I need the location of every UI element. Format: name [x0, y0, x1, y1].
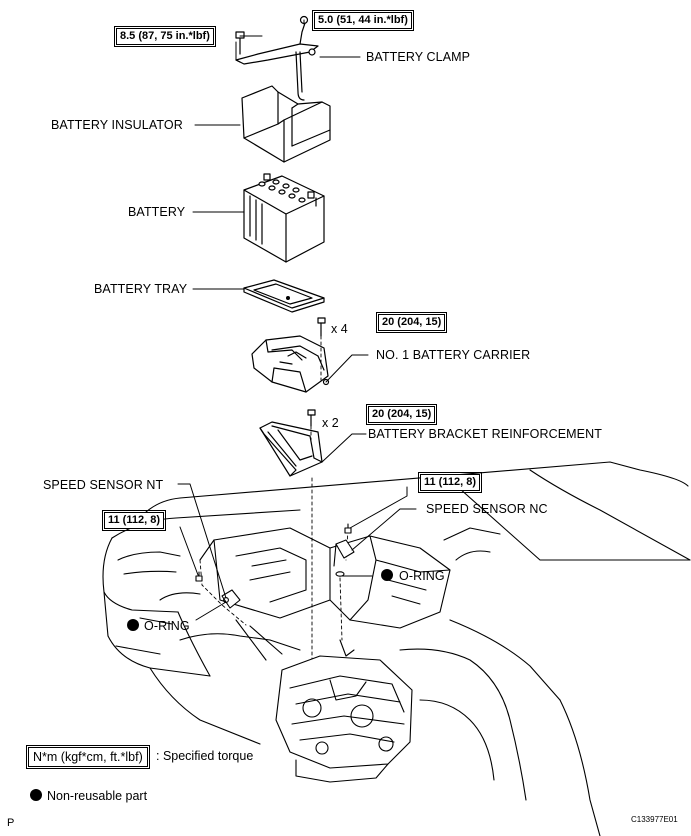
reinforcement-bolt-quantity: x 2 — [322, 416, 339, 430]
bracket-reinforcement-drawing — [259, 409, 323, 477]
carrier-bolt-quantity: x 4 — [331, 322, 348, 336]
legend-non-reusable-text: Non-reusable part — [47, 789, 148, 803]
non-reusable-marker-left — [127, 619, 139, 631]
figure-id: C133977E01 — [631, 815, 678, 824]
label-battery-insulator: BATTERY INSULATOR — [51, 118, 183, 132]
legend-torque-unit: N*m (kgf*cm, ft.*lbf) — [26, 745, 150, 769]
torque-callout-clamp-right: 5.0 (51, 44 in.*lbf) — [312, 10, 414, 31]
battery-tray-drawing — [243, 279, 325, 313]
label-no1-battery-carrier: NO. 1 BATTERY CARRIER — [376, 348, 531, 362]
torque-callout-reinforcement: 20 (204, 15) — [365, 404, 438, 425]
battery-drawing — [243, 173, 325, 263]
label-battery: BATTERY — [128, 205, 186, 219]
label-battery-tray: BATTERY TRAY — [94, 282, 188, 296]
label-speed-sensor-nc: SPEED SENSOR NC — [426, 502, 548, 516]
page-marker: P — [7, 817, 15, 829]
leader-lines — [177, 19, 417, 621]
torque-callout-clamp-left: 8.5 (87, 75 in.*lbf) — [114, 26, 216, 47]
torque-callout-sensor-nt: 11 (112, 8) — [102, 510, 166, 531]
torque-callout-carrier: 20 (204, 15) — [375, 312, 448, 333]
battery-clamp-drawing — [235, 15, 319, 101]
non-reusable-marker-right — [381, 569, 393, 581]
label-o-ring-right: O-RING — [399, 569, 445, 583]
label-speed-sensor-nt: SPEED SENSOR NT — [43, 478, 164, 492]
engine-bay-drawing — [102, 461, 691, 836]
battery-carrier-drawing — [251, 317, 330, 393]
label-battery-bracket-reinforcement: BATTERY BRACKET REINFORCEMENT — [368, 427, 602, 441]
torque-callout-sensor-nc: 11 (112, 8) — [418, 472, 482, 493]
label-o-ring-left: O-RING — [144, 619, 190, 633]
label-battery-clamp: BATTERY CLAMP — [366, 50, 471, 64]
legend-non-reusable-marker — [30, 789, 42, 801]
legend-torque-description: : Specified torque — [156, 749, 254, 763]
battery-insulator-drawing — [241, 85, 331, 163]
